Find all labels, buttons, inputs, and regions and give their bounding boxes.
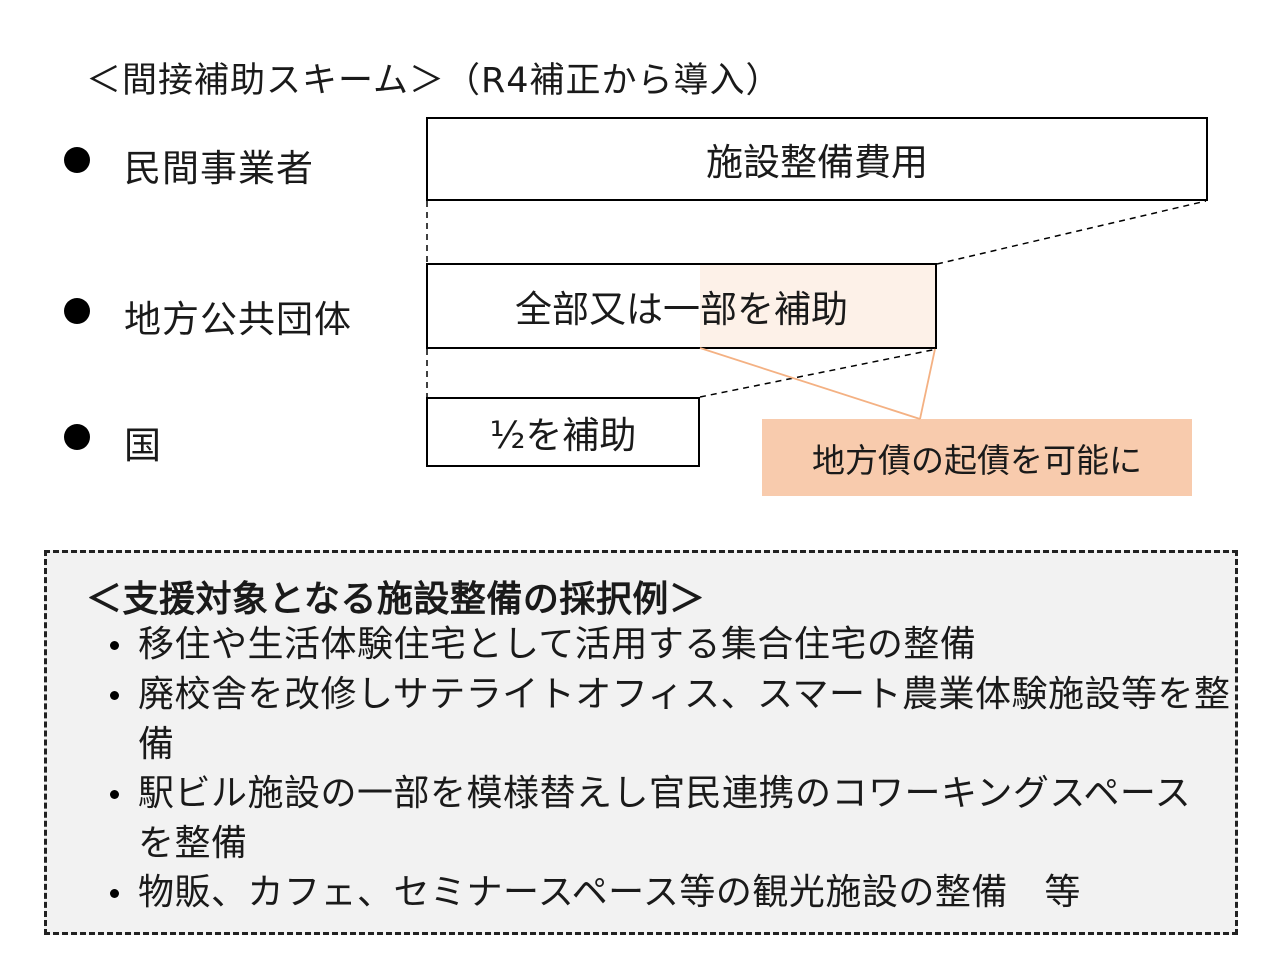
example-item-3-line-1: 駅ビル施設の一部を模様替えし官民連携のコワーキングスペース (138, 773, 1192, 814)
label-national-government: 国 (124, 424, 162, 467)
bullet-private (64, 147, 90, 173)
example-item-1-line: 移住や生活体験住宅として活用する集合住宅の整備 (138, 624, 977, 665)
example-item-2: 廃校舎を改修しサテライトオフィス、スマート農業体験施設等を整 備 (138, 670, 1230, 770)
example-bullet (110, 790, 119, 799)
facility-cost-box: 施設整備費用 (426, 117, 1208, 201)
dashed-diagonal-upper (936, 200, 1207, 265)
facility-cost-label: 施設整備費用 (706, 141, 928, 184)
local-bond-note-label: 地方債の起債を可能に (812, 440, 1142, 480)
national-subsidy-label: ½を補助 (489, 414, 637, 457)
example-item-2-line-1: 廃校舎を改修しサテライトオフィス、スマート農業体験施設等を整 (138, 674, 1231, 715)
example-bullet (110, 641, 119, 650)
label-local-government: 地方公共団体 (124, 298, 352, 341)
local-subsidy-box: 全部又は一部を補助 (426, 263, 937, 349)
example-item-3: 駅ビル施設の一部を模様替えし官民連携のコワーキングスペース を整備 (138, 769, 1191, 869)
label-private-operator: 民間事業者 (124, 147, 314, 190)
national-subsidy-box: ½を補助 (426, 397, 700, 467)
example-item-4-line: 物販、カフェ、セミナースペース等の観光施設の整備 等 (138, 872, 1081, 913)
example-item-2-line-2: 備 (138, 724, 175, 765)
example-bullet (110, 889, 119, 898)
dashed-diagonal-lower (699, 348, 938, 398)
example-item-1: 移住や生活体験住宅として活用する集合住宅の整備 (138, 620, 976, 670)
examples-heading: ＜支援対象となる施設整備の採択例＞ (86, 579, 706, 620)
bond-portion-highlight (700, 265, 935, 347)
example-item-4: 物販、カフェ、セミナースペース等の観光施設の整備 等 (138, 868, 1081, 918)
bullet-local-gov (64, 298, 90, 324)
scheme-title: ＜間接補助スキーム＞（R4補正から導入） (86, 61, 782, 101)
local-subsidy-label: 全部又は一部を補助 (515, 288, 848, 331)
examples-panel (44, 550, 1238, 935)
note-connector-right (919, 348, 936, 420)
note-connector-left (699, 347, 921, 420)
bullet-national (64, 424, 90, 450)
example-item-3-line-2: を整備 (138, 823, 248, 864)
local-bond-note: 地方債の起債を可能に (762, 419, 1192, 496)
example-bullet (110, 691, 119, 700)
